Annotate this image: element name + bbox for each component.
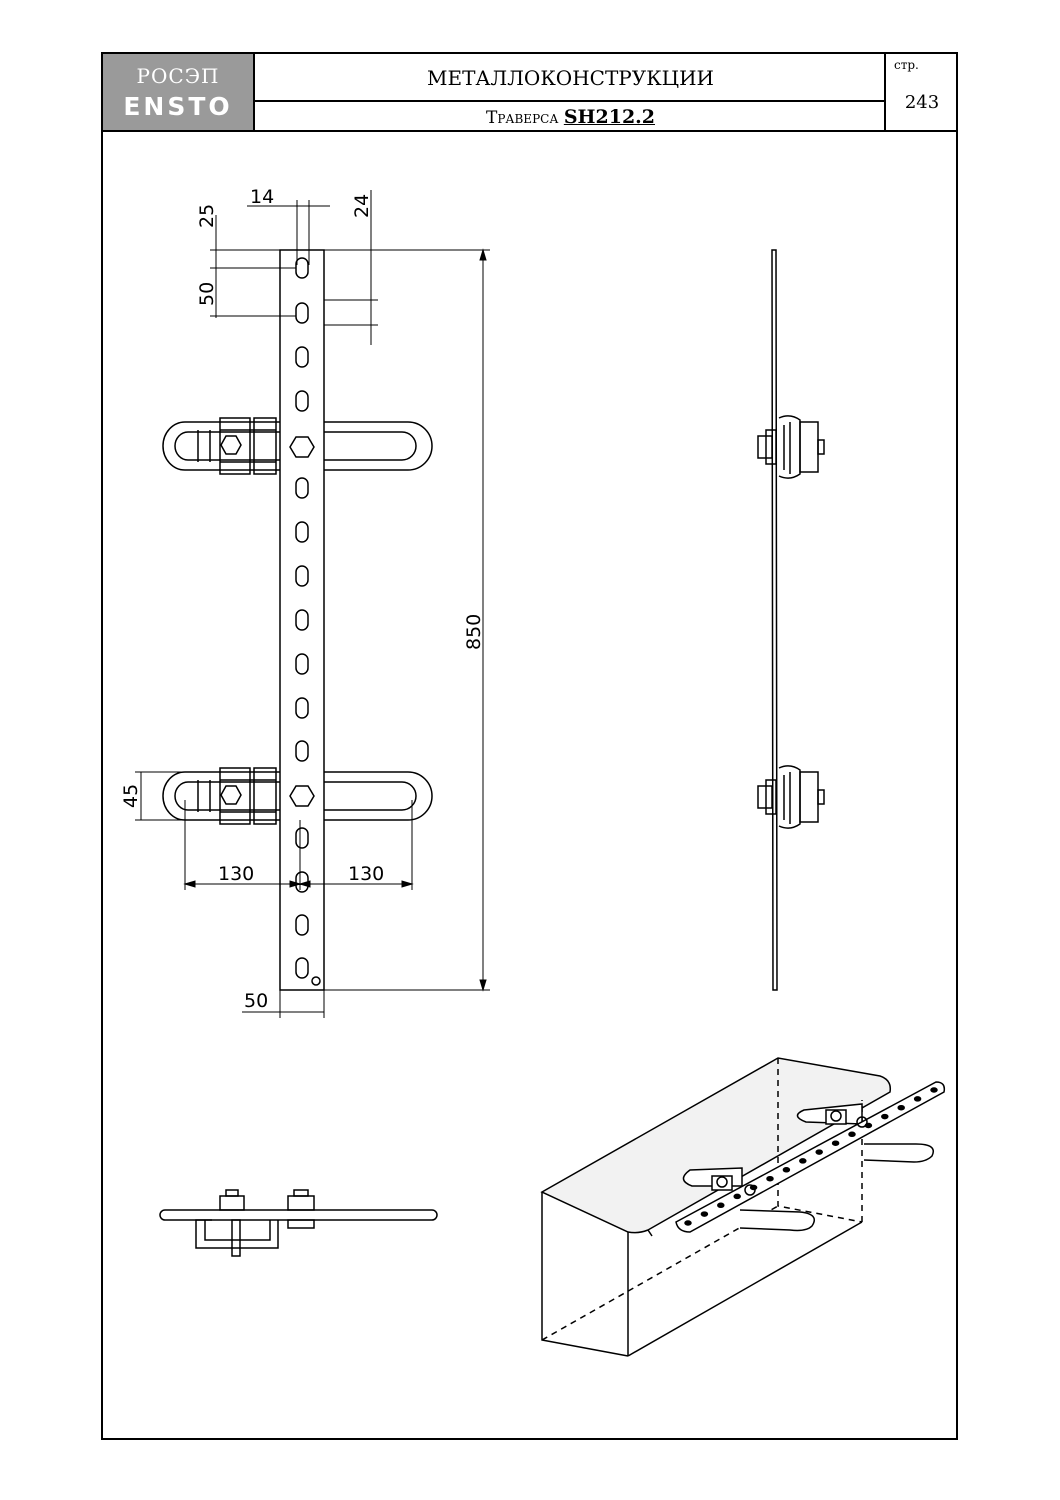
logo-line-1: РОСЭП — [136, 64, 220, 88]
iso-hole — [733, 1193, 741, 1200]
iso-strip — [675, 1081, 946, 1233]
main-strip — [279, 249, 325, 991]
slot-hole — [295, 565, 309, 587]
dim-loop-width: 45 — [120, 784, 142, 808]
dim-slot-width: 14 — [250, 186, 274, 208]
lower-nut-icon — [289, 785, 315, 807]
upper-nut-icon — [289, 436, 315, 458]
iso-hole — [684, 1220, 692, 1226]
lower-bolt-icon — [220, 785, 242, 805]
slot-hole — [295, 957, 309, 979]
iso-hole — [717, 1202, 725, 1209]
slot-hole — [295, 521, 309, 543]
slot-hole — [295, 390, 309, 412]
iso-hole — [700, 1211, 709, 1217]
dim-total-length: 850 — [463, 614, 485, 650]
dim-top-margin: 25 — [196, 204, 218, 228]
slot-hole — [295, 827, 309, 849]
slot-hole — [295, 302, 309, 324]
dimension-labels: 14 24 25 50 850 45 130 130 50 — [120, 186, 485, 1012]
iso-hole — [815, 1149, 823, 1155]
dim-slot-pitch: 50 — [196, 282, 218, 306]
iso-hole — [799, 1158, 807, 1164]
iso-clamps — [711, 1109, 868, 1196]
slot-hole — [295, 697, 309, 719]
title-block: РОСЭП ENSTO МЕТАЛЛОКОНСТРУКЦИИ Траверса … — [103, 54, 956, 132]
dim-strip-width: 50 — [244, 990, 268, 1012]
product-code: SH212.2 — [563, 106, 655, 128]
iso-hole — [930, 1087, 938, 1093]
slot-hole — [295, 609, 309, 631]
side-view — [757, 249, 825, 991]
drawing-sheet: РОСЭП ENSTO МЕТАЛЛОКОНСТРУКЦИИ Траверса … — [101, 52, 958, 1440]
dim-left-reach: 130 — [218, 863, 254, 885]
isometric-view — [540, 1057, 946, 1357]
iso-hole — [913, 1096, 922, 1102]
logo-line-2: ENSTO — [123, 92, 233, 121]
top-view — [159, 1189, 438, 1257]
iso-hole — [897, 1104, 905, 1111]
concrete-block — [540, 1057, 892, 1357]
product-type: Траверса — [485, 108, 559, 128]
page-box: стр. 243 — [884, 54, 958, 130]
iso-hole — [766, 1175, 774, 1182]
dim-slot-offset: 24 — [351, 194, 373, 218]
iso-hole — [881, 1113, 889, 1120]
section-title: МЕТАЛЛОКОНСТРУКЦИИ — [255, 54, 886, 102]
page-number: 243 — [904, 92, 940, 113]
iso-hole — [831, 1140, 840, 1146]
front-view — [162, 249, 433, 991]
page-label: стр. — [894, 58, 919, 72]
dim-right-reach: 130 — [348, 863, 384, 885]
upper-loop-bracket — [162, 417, 433, 475]
slot-hole — [295, 653, 309, 675]
dimension-lines — [135, 190, 490, 1018]
side-upper-clamp — [757, 415, 825, 479]
end-hole — [311, 976, 321, 986]
iso-hole — [782, 1167, 791, 1173]
side-lower-clamp — [757, 765, 825, 829]
slot-hole — [295, 346, 309, 368]
slot-hole — [295, 914, 309, 936]
product-title: Траверса SH212.2 — [255, 102, 886, 130]
slot-hole — [295, 477, 309, 499]
iso-hole — [848, 1131, 856, 1138]
slot-hole — [295, 740, 309, 762]
company-logo: РОСЭП ENSTO — [103, 54, 255, 130]
upper-bolt-icon — [220, 435, 242, 455]
